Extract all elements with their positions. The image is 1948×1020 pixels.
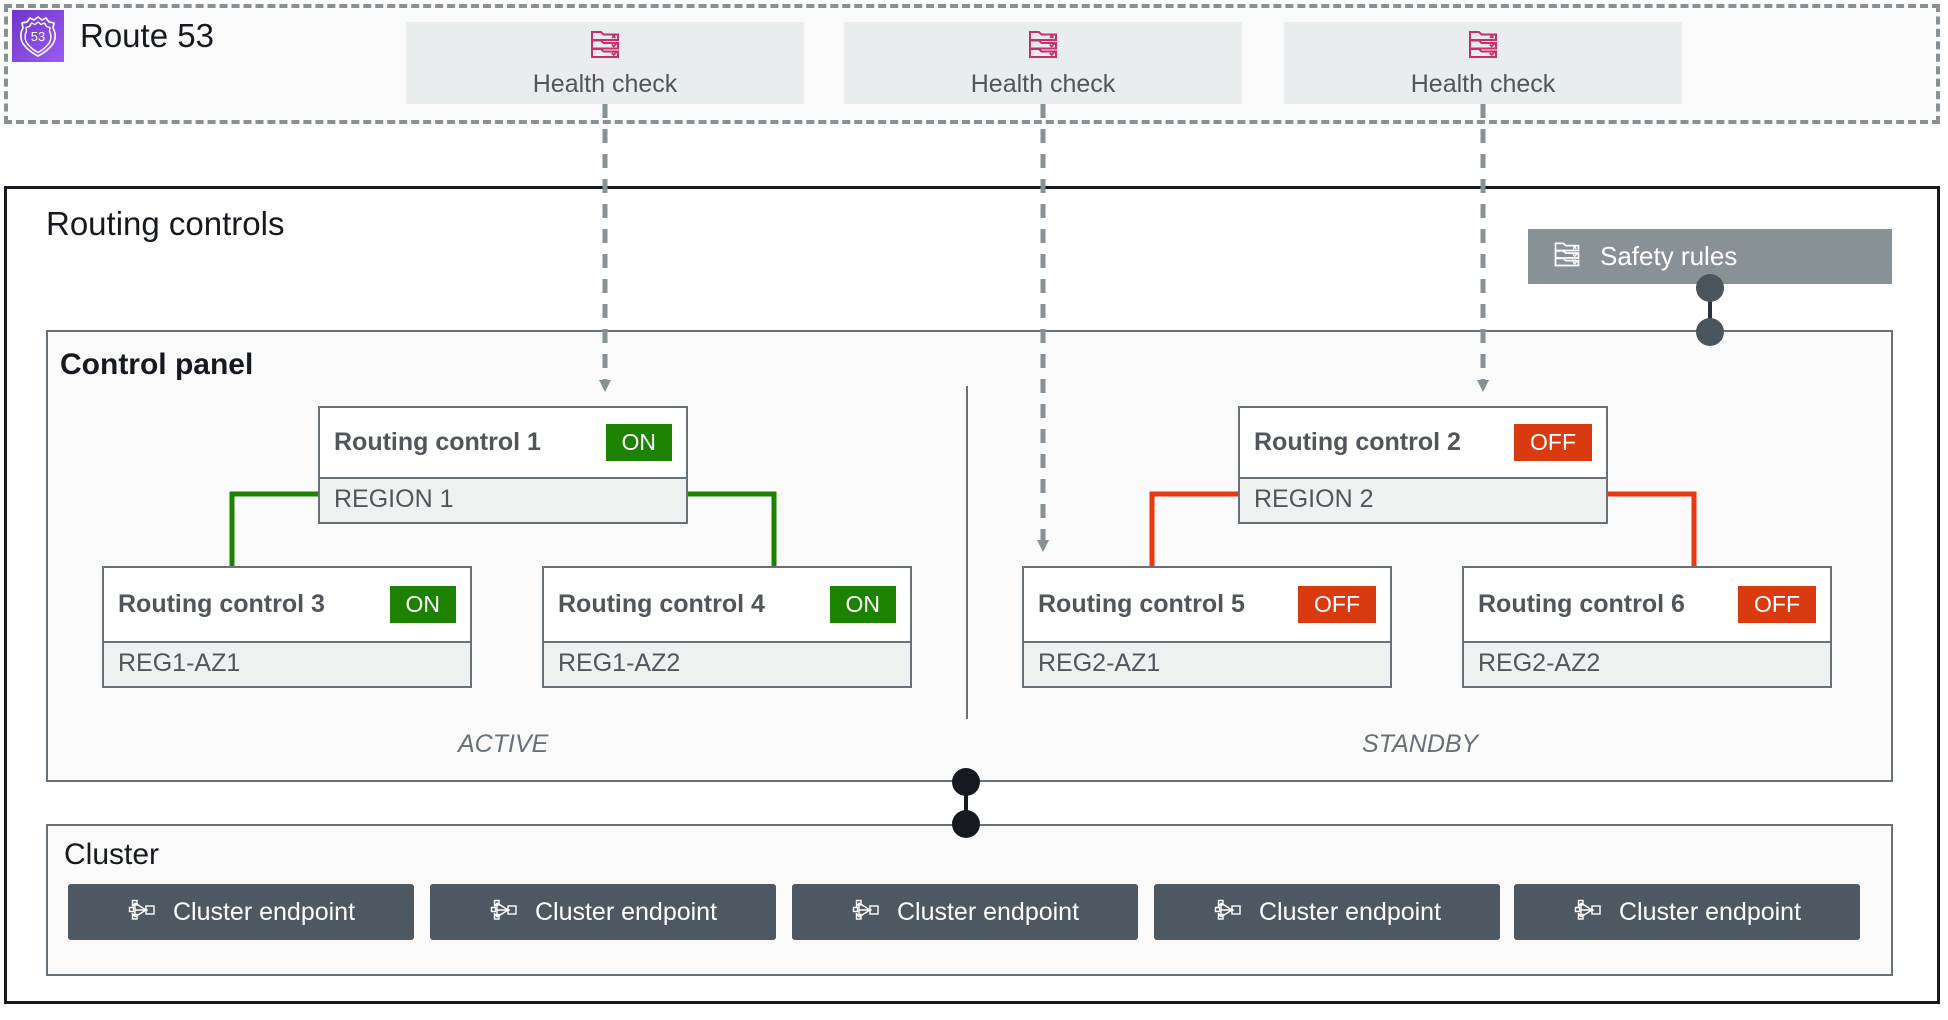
routing-control-5[interactable]: Routing control 5 OFF REG2-AZ1	[1022, 566, 1392, 688]
routing-control-scope: REG1-AZ2	[544, 641, 910, 686]
control-panel-box	[46, 330, 1893, 782]
zone-label-standby: STANDBY	[1362, 730, 1479, 758]
routing-control-state-badge[interactable]: ON	[605, 424, 672, 461]
cluster-endpoint-5[interactable]: Cluster endpoint	[1514, 884, 1860, 940]
cluster-endpoint-network-icon	[489, 895, 519, 930]
cluster-endpoint-network-icon	[127, 895, 157, 930]
cluster-endpoint-label: Cluster endpoint	[1258, 897, 1442, 926]
routing-control-header: Routing control 2 OFF	[1240, 408, 1606, 477]
safety-rules-box[interactable]: Safety rules	[1528, 229, 1892, 284]
routing-control-name: Routing control 1	[334, 428, 541, 456]
routing-control-state-badge[interactable]: OFF	[1298, 586, 1376, 623]
routing-control-name: Routing control 5	[1038, 590, 1245, 618]
cluster-endpoint-network-icon	[1213, 895, 1243, 930]
route53-title: Route 53	[80, 17, 214, 54]
routing-control-scope: REGION 1	[320, 477, 686, 522]
routing-control-scope: REG2-AZ1	[1024, 641, 1390, 686]
svg-text:53: 53	[31, 29, 45, 44]
health-check-2[interactable]: Health check	[844, 22, 1242, 104]
cluster-endpoint-label: Cluster endpoint	[534, 897, 718, 926]
control-panel-title: Control panel	[60, 348, 254, 381]
cluster-endpoint-label: Cluster endpoint	[1618, 897, 1802, 926]
routing-control-state-badge[interactable]: ON	[389, 586, 456, 623]
routing-control-3[interactable]: Routing control 3 ON REG1-AZ1	[102, 566, 472, 688]
routing-control-scope: REGION 2	[1240, 477, 1606, 522]
routing-control-header: Routing control 3 ON	[104, 568, 470, 641]
health-check-list-icon	[588, 27, 622, 66]
cluster-title: Cluster	[64, 838, 160, 871]
routing-control-header: Routing control 5 OFF	[1024, 568, 1390, 641]
routing-control-4[interactable]: Routing control 4 ON REG1-AZ2	[542, 566, 912, 688]
cluster-endpoint-label: Cluster endpoint	[896, 897, 1080, 926]
routing-control-header: Routing control 6 OFF	[1464, 568, 1830, 641]
cluster-endpoint-label: Cluster endpoint	[172, 897, 356, 926]
routing-control-name: Routing control 6	[1478, 590, 1685, 618]
active-standby-divider	[966, 386, 968, 719]
routing-controls-title: Routing controls	[46, 205, 285, 242]
routing-control-state-badge[interactable]: ON	[829, 586, 896, 623]
health-check-list-icon	[1466, 27, 1500, 66]
routing-control-scope: REG2-AZ2	[1464, 641, 1830, 686]
routing-control-name: Routing control 4	[558, 590, 765, 618]
routing-control-state-badge[interactable]: OFF	[1738, 586, 1816, 623]
cluster-endpoint-1[interactable]: Cluster endpoint	[68, 884, 414, 940]
routing-control-header: Routing control 4 ON	[544, 568, 910, 641]
cluster-endpoint-2[interactable]: Cluster endpoint	[430, 884, 776, 940]
routing-control-scope: REG1-AZ1	[104, 641, 470, 686]
routing-control-name: Routing control 3	[118, 590, 325, 618]
cluster-endpoint-4[interactable]: Cluster endpoint	[1154, 884, 1500, 940]
health-check-1[interactable]: Health check	[406, 22, 804, 104]
cluster-endpoint-3[interactable]: Cluster endpoint	[792, 884, 1138, 940]
zone-label-active: ACTIVE	[458, 730, 549, 758]
safety-rules-list-icon	[1552, 239, 1582, 274]
safety-rules-label: Safety rules	[1600, 241, 1738, 271]
routing-control-name: Routing control 2	[1254, 428, 1461, 456]
health-check-label: Health check	[532, 70, 678, 98]
health-check-label: Health check	[970, 70, 1116, 98]
cluster-endpoint-network-icon	[1573, 895, 1603, 930]
routing-control-header: Routing control 1 ON	[320, 408, 686, 477]
cluster-endpoint-network-icon	[851, 895, 881, 930]
health-check-label: Health check	[1410, 70, 1556, 98]
routing-control-1[interactable]: Routing control 1 ON REGION 1	[318, 406, 688, 524]
health-check-3[interactable]: Health check	[1284, 22, 1682, 104]
routing-control-state-badge[interactable]: OFF	[1514, 424, 1592, 461]
health-check-list-icon	[1026, 27, 1060, 66]
routing-control-2[interactable]: Routing control 2 OFF REGION 2	[1238, 406, 1608, 524]
routing-control-6[interactable]: Routing control 6 OFF REG2-AZ2	[1462, 566, 1832, 688]
route53-shield-icon: 53	[12, 10, 64, 62]
